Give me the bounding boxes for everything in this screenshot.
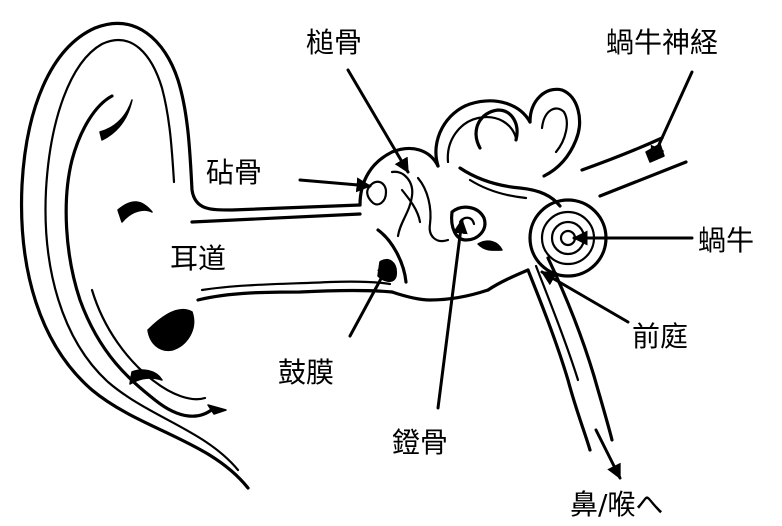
- arrow-incus: [298, 177, 372, 193]
- label-cochlea: 蝸牛: [698, 224, 754, 257]
- label-ear-canal: 耳道: [170, 242, 226, 275]
- arrow-vestibule: [540, 270, 630, 324]
- label-eardrum: 鼓膜: [278, 356, 334, 389]
- ear-canal-shape: [190, 212, 394, 302]
- label-stapes: 鐙骨: [392, 426, 448, 459]
- arrow-cochlear-nerve: [650, 70, 694, 162]
- arrow-stapes: [436, 218, 468, 410]
- arrow-nose-throat: [594, 428, 622, 480]
- arrow-malleus: [346, 68, 410, 174]
- middle-ear: [358, 146, 490, 302]
- leader-arrows: [298, 68, 694, 480]
- labels: 槌骨 砧骨 耳道 鼓膜 鐙骨 蝸牛神経 蝸牛 前庭 鼻/喉へ: [170, 26, 754, 521]
- label-incus: 砧骨: [206, 156, 262, 189]
- label-vestibule: 前庭: [632, 320, 688, 353]
- label-nose-throat: 鼻/喉へ: [570, 488, 663, 521]
- arrow-eardrum: [348, 260, 392, 338]
- inner-ear: [434, 87, 688, 452]
- label-cochlear-nerve: 蝸牛神経: [606, 26, 718, 59]
- label-malleus: 槌骨: [306, 26, 362, 59]
- pinna: [19, 21, 362, 490]
